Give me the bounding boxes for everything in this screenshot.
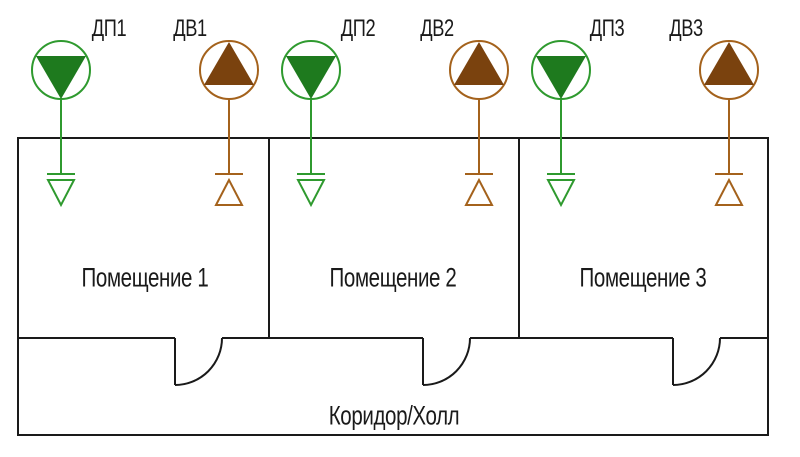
exhaust-sensor-dv1 <box>199 40 259 206</box>
diffuser-triangle-icon <box>296 179 326 208</box>
room-label-1: Помещение 1 <box>81 262 209 293</box>
door-room3 <box>672 337 721 386</box>
sensor-circle <box>199 40 259 100</box>
supply-triangle-icon <box>286 56 336 99</box>
corridor-label: Коридор/Холл <box>328 400 460 431</box>
supply-sensor-dp2 <box>281 40 341 208</box>
supply-triangle-icon <box>536 56 586 99</box>
room-label-3: Помещение 3 <box>579 262 707 293</box>
sensor-circle <box>699 40 759 100</box>
sensor-label-dp3: ДП3 <box>589 15 625 42</box>
exhaust-triangle-icon <box>454 42 504 85</box>
diffuser-triangle-icon <box>546 179 576 208</box>
grille-triangle-icon <box>714 177 744 206</box>
grille-triangle-icon <box>214 177 244 206</box>
sensor-label-dv2: ДВ2 <box>420 15 454 42</box>
exhaust-triangle-icon <box>204 42 254 85</box>
supply-sensor-dp3 <box>531 40 591 208</box>
grille-triangle-icon <box>464 177 494 206</box>
room-label-2: Помещение 2 <box>329 262 457 293</box>
doors <box>174 337 721 386</box>
diffuser-triangle-icon <box>46 179 76 208</box>
sensor-label-dv3: ДВ3 <box>669 15 703 42</box>
sensor-label-dv1: ДВ1 <box>173 15 207 42</box>
door-room1 <box>174 337 223 386</box>
exhaust-triangle-icon <box>704 42 754 85</box>
exhaust-sensor-dv2 <box>449 40 509 206</box>
sensor-circle <box>449 40 509 100</box>
door-room2 <box>422 337 471 386</box>
sensor-label-dp1: ДП1 <box>91 15 127 42</box>
supply-sensor-dp1 <box>31 40 91 208</box>
walls <box>17 137 769 436</box>
sensor-label-dp2: ДП2 <box>340 15 376 42</box>
door-swing-arc <box>672 337 721 386</box>
supply-triangle-icon <box>36 56 86 99</box>
exhaust-sensor-dv3 <box>699 40 759 206</box>
door-swing-arc <box>174 337 223 386</box>
door-swing-arc <box>422 337 471 386</box>
